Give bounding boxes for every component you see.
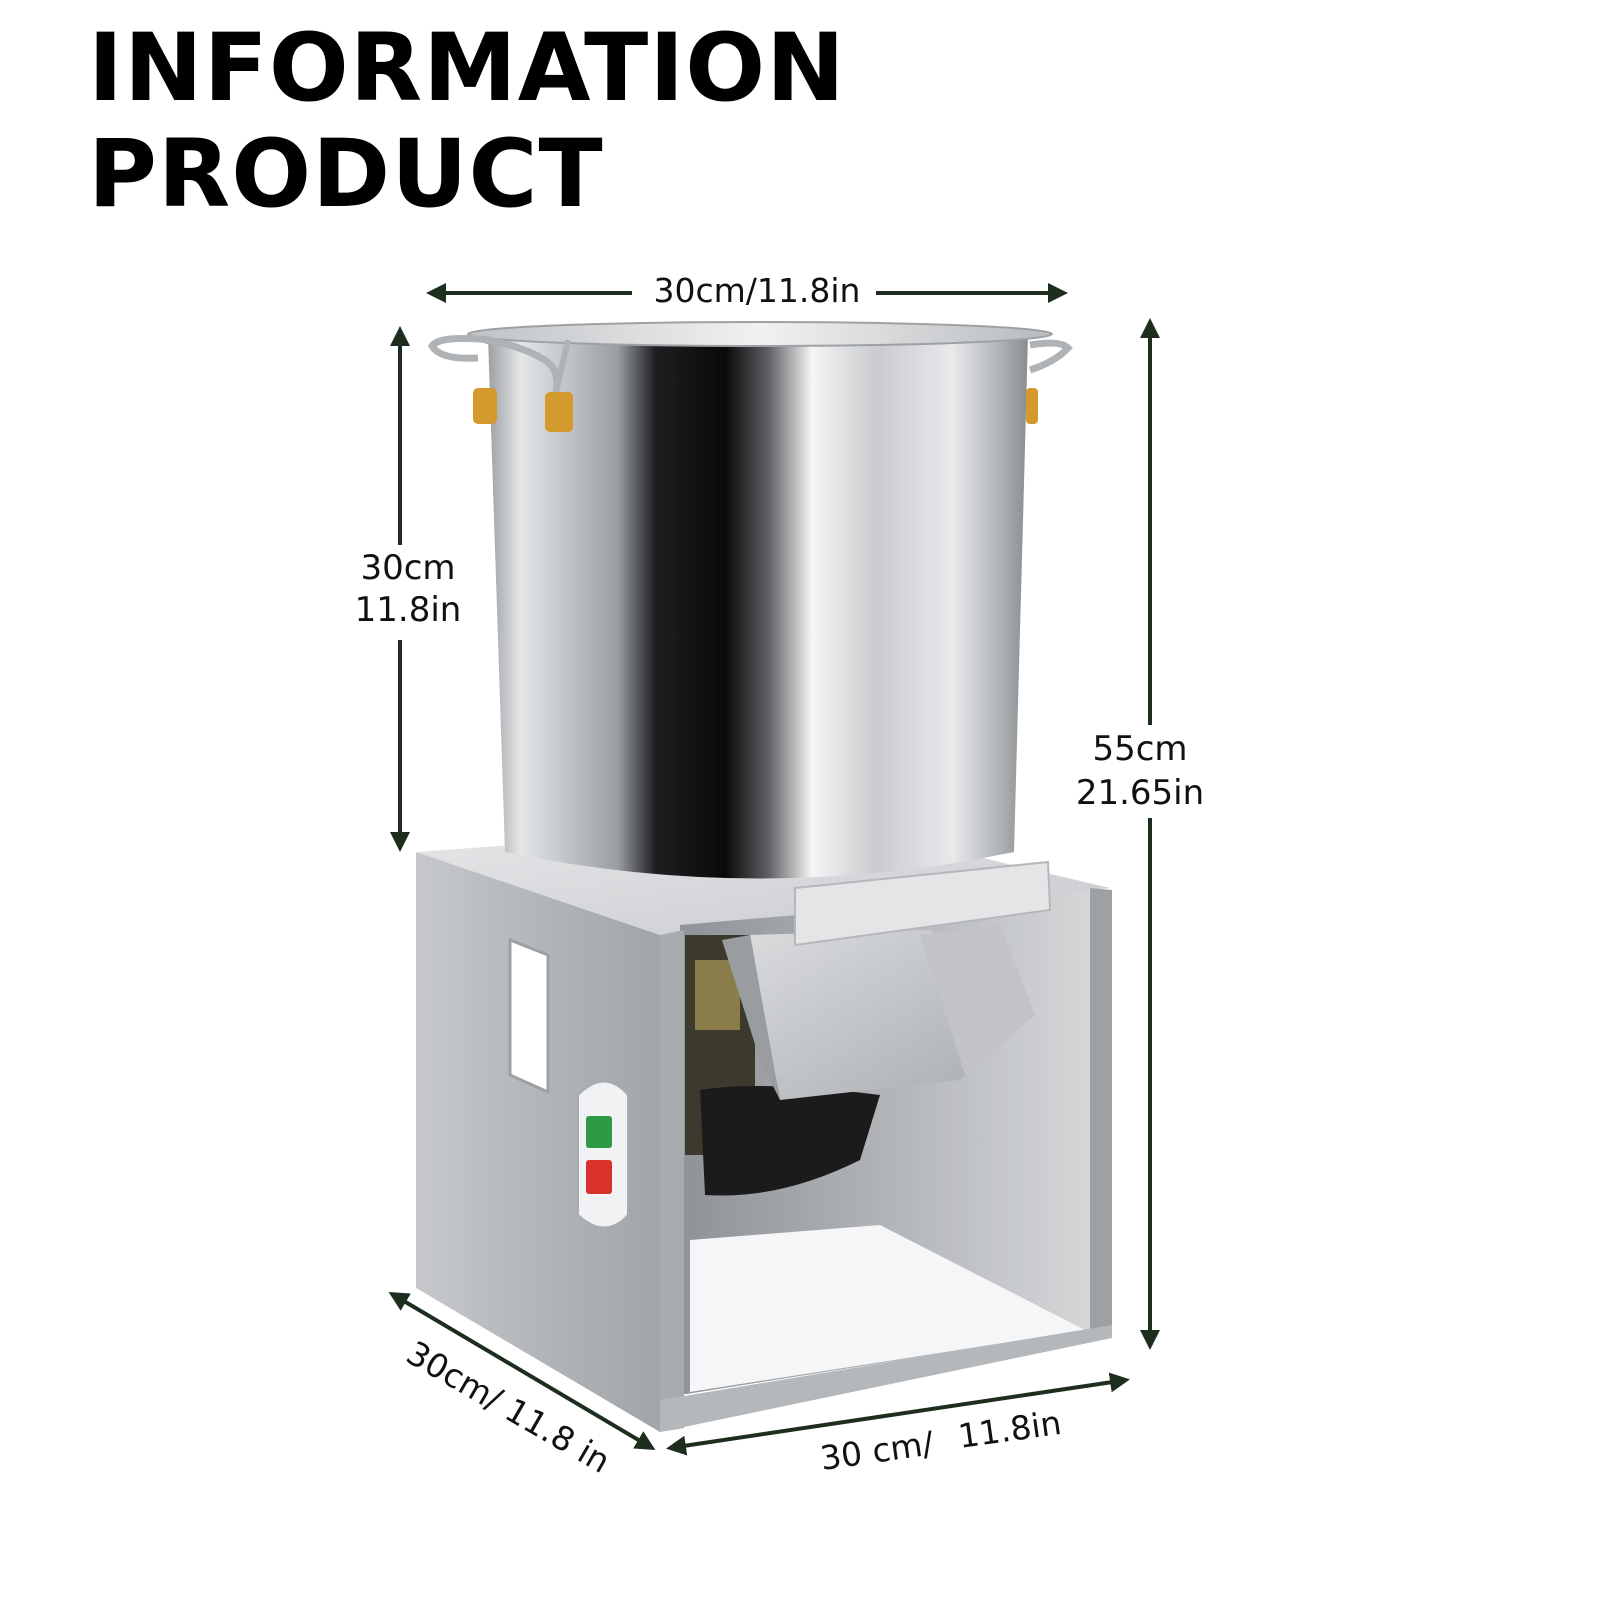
pot-height-in-label: 11.8in xyxy=(355,590,462,630)
right-handle xyxy=(1028,339,1073,374)
machine-base xyxy=(416,822,1112,1432)
total-height-cm-label: 55cm xyxy=(1092,729,1187,769)
stainless-pot xyxy=(427,321,1073,879)
handle-cap-right xyxy=(1026,388,1038,424)
arrow-base-width xyxy=(666,1372,1130,1456)
base-width-label-b: 11.8in xyxy=(956,1403,1064,1456)
heading-line-2: PRODUCT xyxy=(88,120,604,229)
start-button[interactable] xyxy=(586,1116,612,1148)
total-height-in-label: 21.65in xyxy=(1076,773,1204,813)
handle-cap-center xyxy=(545,392,573,432)
left-handle xyxy=(427,335,491,362)
handle-cap-left xyxy=(473,388,497,424)
stop-button[interactable] xyxy=(586,1160,612,1194)
pot-width-label: 30cm/11.8in xyxy=(654,271,861,310)
arrow-base-depth xyxy=(388,1291,656,1451)
pot-height-cm-label: 30cm xyxy=(360,548,455,588)
control-panel xyxy=(577,1080,629,1229)
side-window xyxy=(508,937,550,1095)
base-width-label-a: 30 cm/ xyxy=(818,1423,937,1478)
heading-line-1: INFORMATION xyxy=(88,14,846,123)
dimension-arrows xyxy=(388,283,1160,1456)
